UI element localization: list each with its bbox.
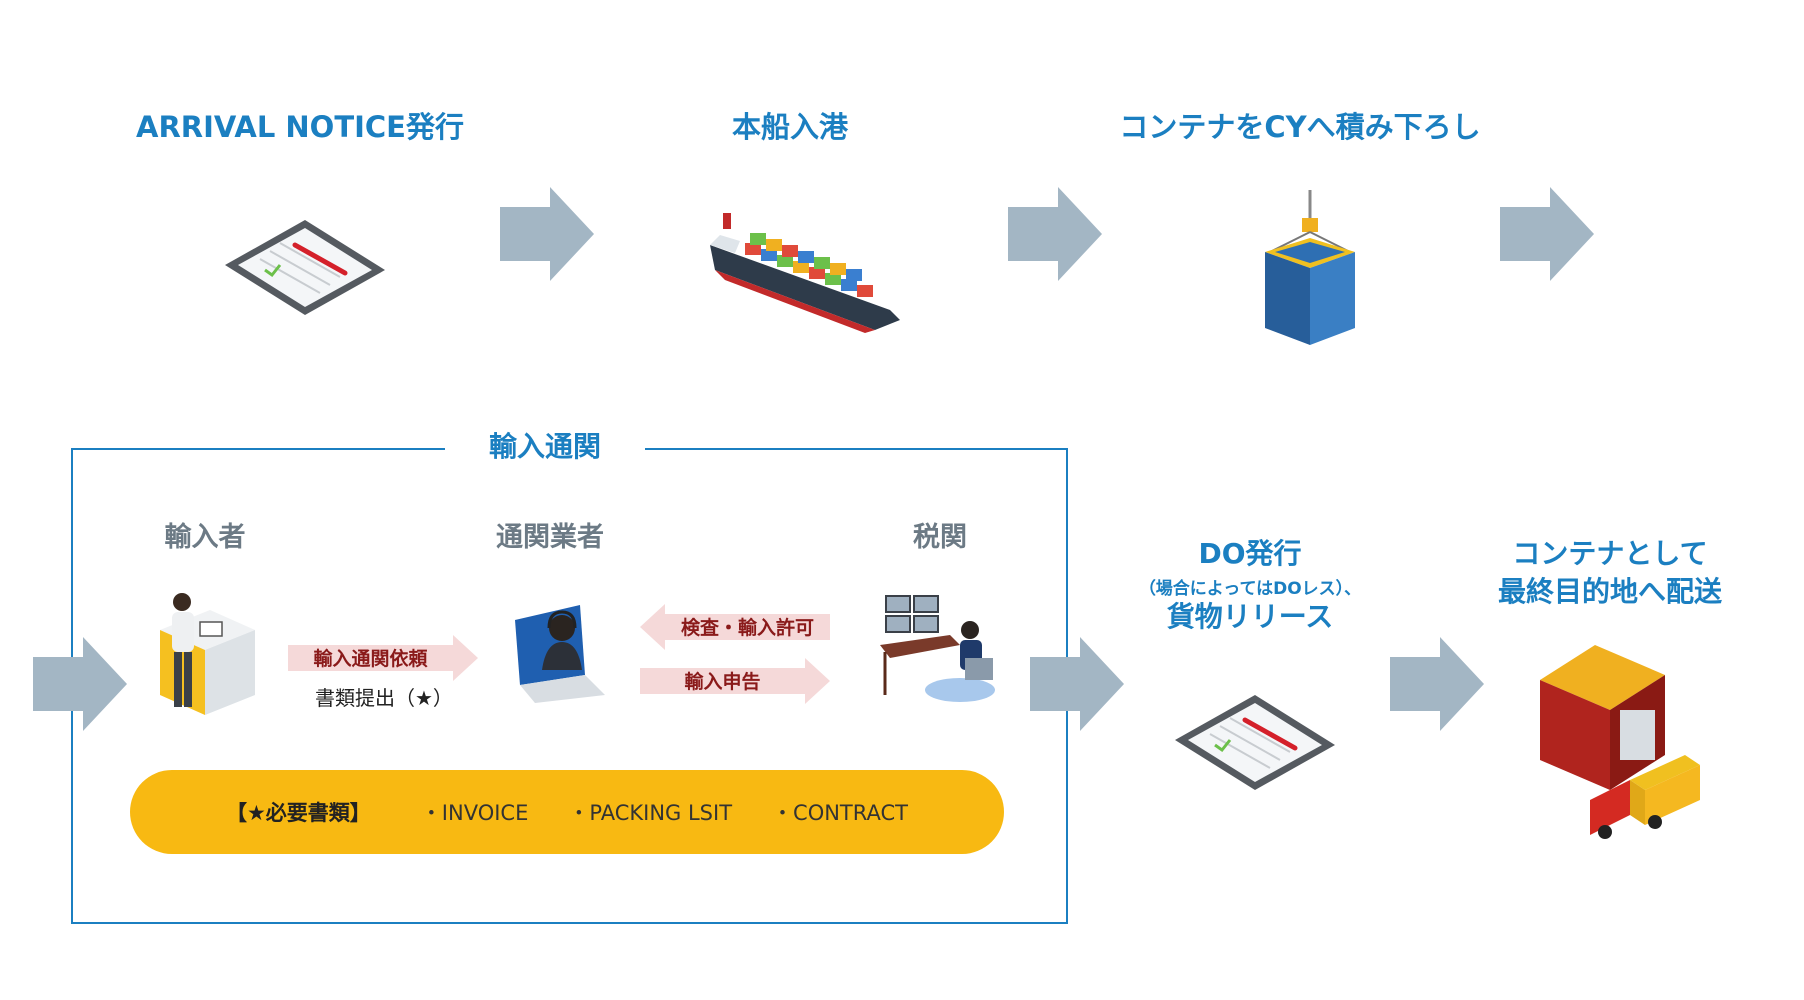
actor-importer: 輸入者 (164, 522, 246, 553)
flow-arrow (500, 187, 594, 281)
do-step-note: （場合によってはDOレス）、 (1138, 579, 1362, 599)
customs-office-icon (880, 595, 995, 702)
step-title-ship-arrival: 本船入港 (731, 110, 848, 144)
permit-label: 検査・輸入許可 (680, 617, 814, 639)
warehouse-truck-icon (1540, 645, 1700, 839)
broker-headset-icon (515, 605, 605, 703)
required-docs-bar: 【★必要書類】 ・INVOICE ・PACKING LSIT ・CONTRACT (130, 770, 1004, 854)
importer-person-icon (160, 593, 255, 715)
actor-broker: 通関業者 (496, 522, 604, 553)
step-title-cy-unload: コンテナをCYへ積み下ろし (1119, 110, 1481, 144)
request-label: 輸入通関依頼 (313, 648, 428, 670)
docs-submit-label: 書類提出（★） (315, 686, 453, 710)
flow-arrow (1500, 187, 1594, 281)
tablet-document-icon (225, 220, 385, 315)
required-docs-heading: 【★必要書類】 (225, 801, 371, 825)
actor-customs: 税関 (913, 522, 967, 553)
doc-item-contract: ・CONTRACT (772, 801, 908, 825)
do-step-title: DO発行 (1198, 537, 1302, 570)
container-ship-icon (710, 213, 900, 333)
tablet-document-icon (1175, 695, 1335, 790)
step-title-arrival-notice: ARRIVAL NOTICE発行 (136, 110, 464, 144)
flow-arrow (33, 637, 127, 731)
flow-arrow (1008, 187, 1102, 281)
flow-arrow (1390, 637, 1484, 731)
customs-title: 輸入通関 (445, 424, 645, 470)
permit-arrow (640, 604, 830, 650)
final-step-line2: 最終目的地へ配送 (1497, 575, 1722, 608)
flow-arrow (1030, 637, 1124, 731)
do-step-subtitle: 貨物リリース (1166, 600, 1334, 633)
final-step-line1: コンテナとして (1512, 537, 1708, 570)
doc-item-packing: ・PACKING LSIT (568, 801, 733, 825)
request-arrow (288, 635, 478, 681)
doc-item-invoice: ・INVOICE (420, 801, 529, 825)
declaration-label: 輸入申告 (684, 671, 761, 693)
declaration-arrow (640, 658, 830, 704)
crane-container-icon (1265, 190, 1355, 345)
